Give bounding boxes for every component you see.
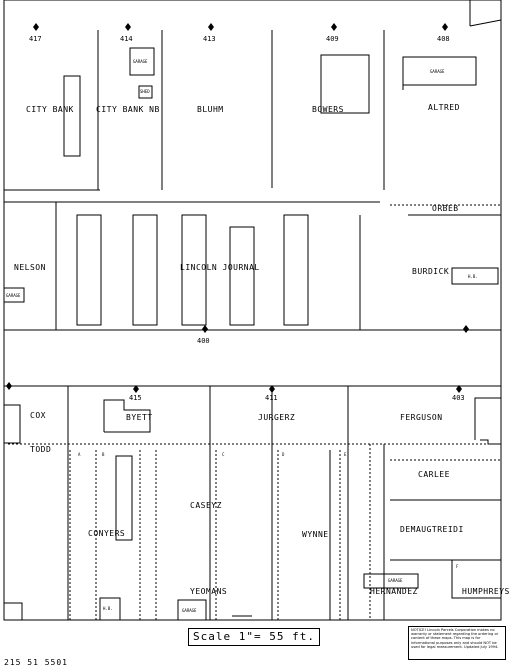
diamond-icon <box>456 385 462 393</box>
owner-label: YEOMANS <box>190 587 227 596</box>
owner-label: ALTRED <box>428 103 460 112</box>
structure-label: GARAGE <box>388 578 403 583</box>
building-outline <box>132 214 158 326</box>
lot-letter: D <box>282 452 285 457</box>
building-outline <box>320 54 370 114</box>
owner-labels: CITY BANK CITY BANK NB BLUHM BOWERS ALTR… <box>14 103 509 596</box>
diamond-icon <box>6 382 12 390</box>
owner-label: TODD <box>30 445 51 454</box>
south-block <box>3 386 501 621</box>
diamond-icon <box>125 23 131 31</box>
owner-label: CONYERS <box>88 529 125 538</box>
building-outline <box>63 75 81 157</box>
owner-label: HUMPHREYS <box>462 587 509 596</box>
structure-label: GARAGE <box>182 608 197 613</box>
structure-label: GARAGE <box>133 59 148 64</box>
building-outline <box>99 597 121 621</box>
diamond-icon <box>331 23 337 31</box>
plat-markers: 417 414 413 409 408 400 415 411 403 <box>6 23 469 402</box>
structure-label: GARAGE <box>430 69 445 74</box>
owner-label: BYETT <box>126 413 153 422</box>
disclaimer-notice: NOTICE! Lincoln Parcels Corporation make… <box>408 626 506 660</box>
plat-number-408: 408 <box>437 35 450 43</box>
structure-label: GARAGE <box>6 293 21 298</box>
owner-label: CITY BANK <box>26 105 74 114</box>
owner-label: CARLEE <box>418 470 450 479</box>
scale-label: Scale 1"= 55 ft. <box>188 628 320 646</box>
building-outline <box>177 599 207 621</box>
building-outline <box>363 573 419 589</box>
plat-number-409: 409 <box>326 35 339 43</box>
diamond-icon <box>133 385 139 393</box>
owner-label: COX <box>30 411 46 420</box>
lot-letter: A <box>78 452 81 457</box>
owner-label: HERNANDEZ <box>370 587 418 596</box>
plat-number-414: 414 <box>120 35 133 43</box>
structure-labels: GARAGE SHED GARAGE GARAGE H.B. GARAGE H.… <box>6 59 478 613</box>
middle-block <box>3 202 501 387</box>
lot-letter: C <box>222 452 225 457</box>
diamond-icon <box>33 23 39 31</box>
plat-number-413: 413 <box>203 35 216 43</box>
building-outline <box>3 404 21 444</box>
building-outline <box>283 214 309 326</box>
lot-letter: E <box>344 452 347 457</box>
owner-label: CASEYZ <box>190 501 222 510</box>
building-outline <box>181 214 207 326</box>
owner-label: BLUHM <box>197 105 224 114</box>
diamond-icon <box>269 385 275 393</box>
map-border <box>3 0 502 621</box>
diamond-icon <box>463 325 469 333</box>
lot-letter: B <box>102 452 105 457</box>
diamond-icon <box>442 23 448 31</box>
plat-number-415: 415 <box>129 394 142 402</box>
building-outline <box>76 214 102 326</box>
owner-label: ORBEB <box>432 204 459 213</box>
owner-label: FERGUSON <box>400 413 443 422</box>
owner-label: LINCOLN JOURNAL <box>180 263 260 272</box>
building-outline <box>451 267 499 285</box>
diamond-icon <box>208 23 214 31</box>
map-id: 215 51 5501 <box>4 658 68 667</box>
structure-label: H.B. <box>468 274 478 279</box>
owner-label: DEMAUGTREIDI <box>400 525 464 534</box>
owner-label: JURGERZ <box>258 413 295 422</box>
plat-number-400: 400 <box>197 337 210 345</box>
building-outline <box>229 226 255 326</box>
building-outline <box>3 602 23 621</box>
building-outline <box>3 287 25 303</box>
plat-number-411: 411 <box>265 394 278 402</box>
building-outline <box>138 85 153 99</box>
diamond-icon <box>202 325 208 333</box>
owner-label: WYNNE <box>302 530 329 539</box>
plat-number-403: 403 <box>452 394 465 402</box>
building-outline <box>129 47 155 76</box>
building-outline <box>115 455 133 541</box>
north-block <box>4 0 502 216</box>
owner-label: BURDICK <box>412 267 449 276</box>
structure-label: SHED <box>140 89 150 94</box>
structure-label: H.B. <box>103 606 113 611</box>
owner-label: BOWERS <box>312 105 344 114</box>
lot-letter: F <box>456 564 459 569</box>
owner-label: NELSON <box>14 263 46 272</box>
plat-number-417: 417 <box>29 35 42 43</box>
owner-label: CITY BANK NB <box>96 105 160 114</box>
